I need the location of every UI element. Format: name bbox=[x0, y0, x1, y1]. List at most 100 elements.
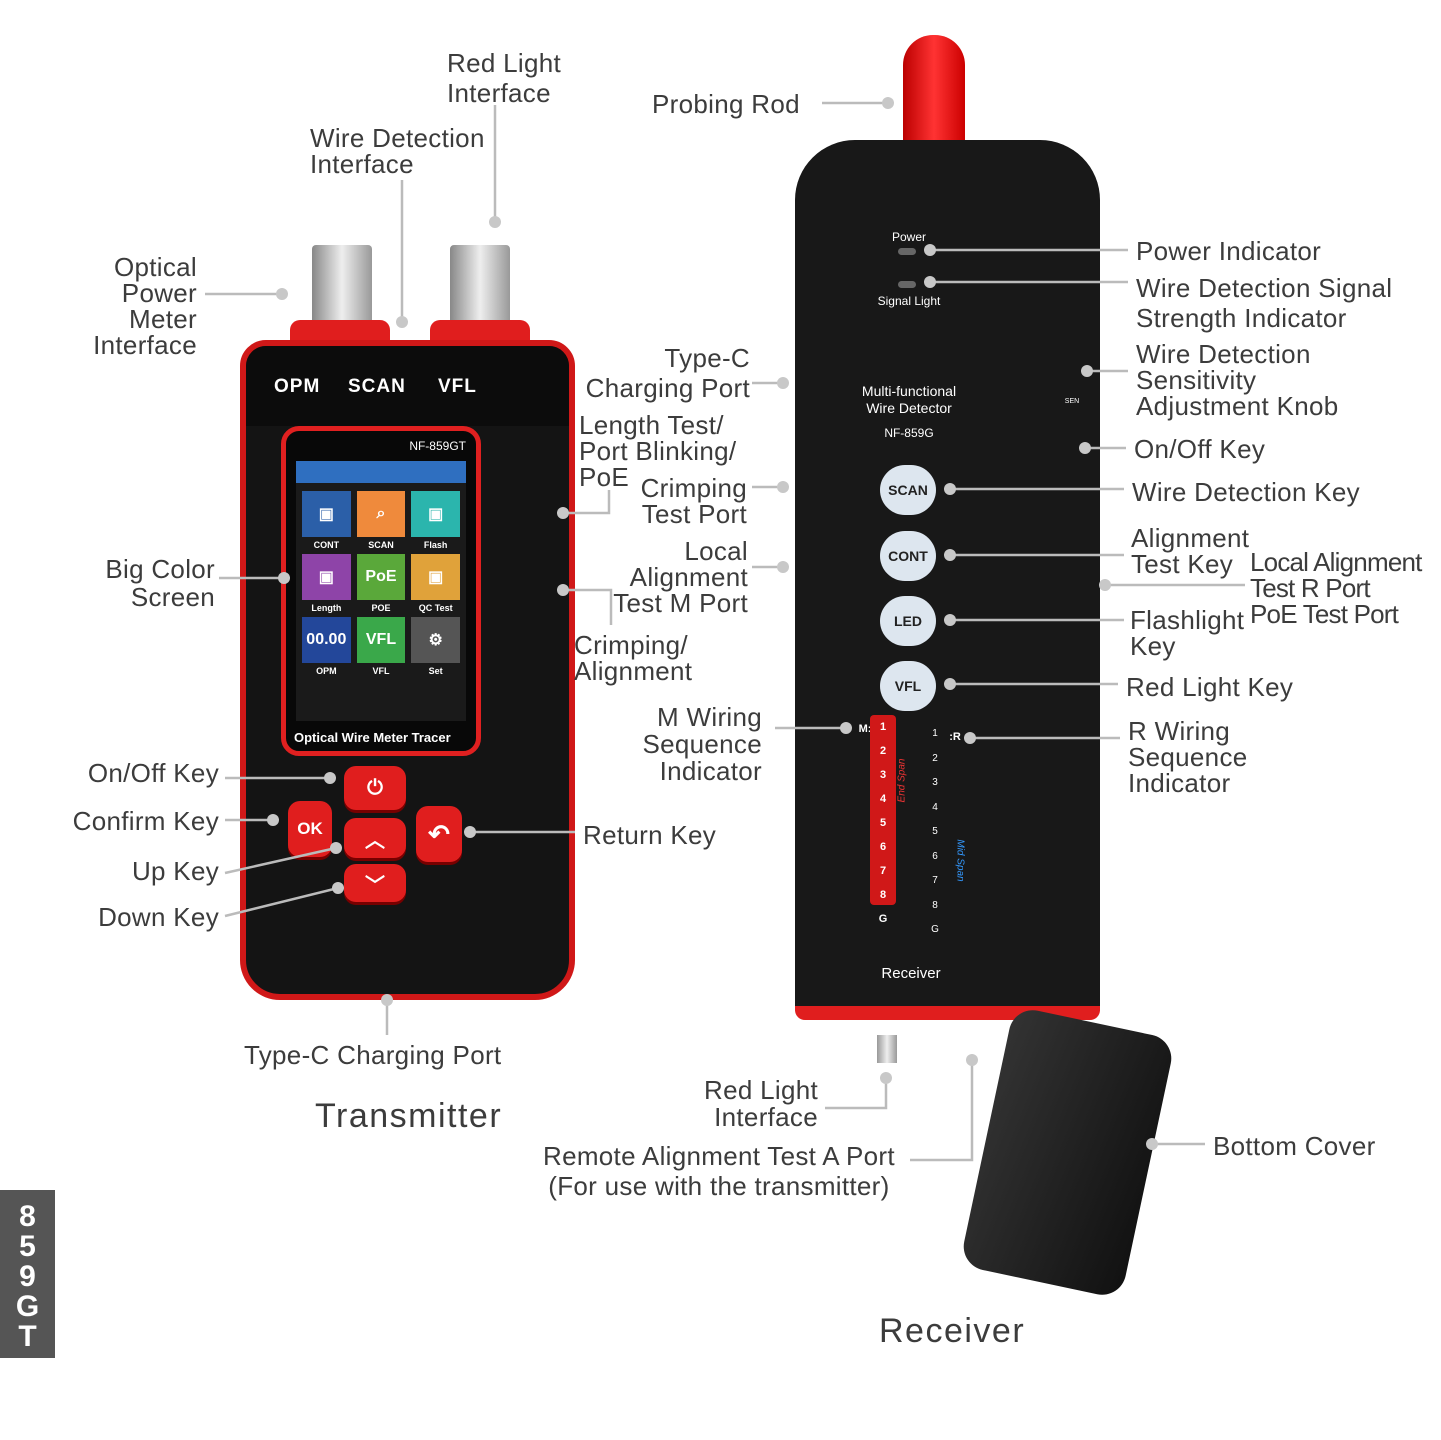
optical-power-meter-connector bbox=[312, 245, 372, 325]
cont-key[interactable]: CONT bbox=[880, 531, 936, 581]
down-key[interactable]: ﹀ bbox=[344, 864, 406, 902]
wiring-led-7: 7 bbox=[879, 865, 887, 877]
power-key[interactable]: ⏻ bbox=[344, 766, 406, 810]
app-tile-set[interactable]: ⚙ Set bbox=[411, 617, 460, 676]
ok-key[interactable]: OK bbox=[288, 801, 332, 857]
end-span-label: End Span bbox=[896, 758, 908, 803]
return-key[interactable]: ↶ bbox=[416, 806, 462, 862]
r-label: :R bbox=[949, 731, 961, 743]
wiring-led-4: 4 bbox=[879, 793, 887, 805]
label-red-light-interface-bottom: Red Light Interface bbox=[704, 1075, 818, 1132]
receiver-bottom-label: Receiver bbox=[881, 965, 941, 982]
app-tile-qc-test[interactable]: ▣ QC Test bbox=[411, 554, 460, 613]
label-r-wiring-indicator: R Wiring Sequence Indicator bbox=[1128, 716, 1248, 798]
scan-label: SCAN bbox=[348, 376, 406, 397]
app-label: VFL bbox=[372, 666, 390, 676]
wiring-led-5: 5 bbox=[879, 817, 887, 829]
label-big-color-screen: Big Color Screen bbox=[105, 554, 215, 612]
vfl-icon: VFL bbox=[356, 617, 406, 663]
label-type-c-port-bottom: Type-C Charging Port bbox=[244, 1040, 502, 1070]
app-tile-cont[interactable]: ▣ CONT bbox=[302, 491, 351, 550]
app-label: SCAN bbox=[368, 540, 394, 550]
app-tile-flash[interactable]: ▣Flash bbox=[411, 491, 460, 550]
label-signal-strength-indicator: Wire Detection Signal Strength Indicator bbox=[1136, 273, 1393, 333]
transmitter-top-panel: OPM SCAN VFL bbox=[246, 346, 569, 426]
label-local-alignment-r-port: Local Alignment Test R Port PoE Test Por… bbox=[1250, 547, 1422, 629]
opm-label: OPM bbox=[274, 376, 321, 397]
label-red-light-key: Red Light Key bbox=[1126, 672, 1294, 702]
wiring-led-6: 6 bbox=[879, 841, 887, 853]
red-light-port bbox=[877, 1035, 897, 1063]
app-tile-length[interactable]: ▣Length bbox=[302, 554, 351, 613]
scan-key[interactable]: SCAN bbox=[880, 465, 936, 515]
app-label: Flash bbox=[423, 540, 448, 550]
app-label: Set bbox=[428, 666, 443, 676]
gear-icon: ⚙ bbox=[411, 617, 460, 663]
label-red-light-interface-top: Red Light Interface bbox=[447, 48, 561, 108]
model-label: NF-859GT bbox=[409, 439, 466, 453]
label-confirm-key: Confirm Key bbox=[72, 806, 219, 836]
label-probing-rod: Probing Rod bbox=[652, 89, 800, 119]
up-key[interactable]: ︿ bbox=[344, 818, 406, 858]
bottom-cover[interactable] bbox=[959, 1005, 1176, 1300]
power-text: Power bbox=[891, 230, 926, 244]
label-type-c-port-transmitter: Type-C Charging Port bbox=[585, 343, 750, 403]
wiring-led-4: 4 bbox=[932, 801, 938, 813]
app-tile-vfl[interactable]: VFL VFL bbox=[356, 617, 406, 676]
magnifier-icon: ⌕ bbox=[356, 491, 406, 537]
label-wire-detection-key: Wire Detection Key bbox=[1132, 477, 1360, 507]
model-side-tab: 8 5 9 G T bbox=[0, 1190, 55, 1358]
ethernet-port-icon: ▣ bbox=[302, 491, 351, 537]
label-optical-power-meter: Optical Power Meter Interface bbox=[93, 252, 197, 360]
app-label: Length bbox=[311, 603, 342, 613]
wiring-led-8: 8 bbox=[879, 889, 887, 901]
label-sensitivity-knob: Wire Detection Sensitivity Adjustment Kn… bbox=[1136, 339, 1339, 421]
receiver-name: Multi-functional Wire Detector bbox=[861, 383, 957, 416]
app-label: POE bbox=[371, 603, 391, 613]
led-key[interactable]: LED bbox=[880, 596, 936, 646]
wiring-led-3: 3 bbox=[932, 777, 938, 788]
label-down-key: Down Key bbox=[98, 902, 219, 932]
m-label: M: bbox=[858, 723, 872, 735]
app-label: CONT bbox=[313, 540, 340, 550]
label-on-off-key-receiver: On/Off Key bbox=[1134, 434, 1266, 464]
vfl-key[interactable]: VFL bbox=[880, 661, 936, 711]
app-label: QC Test bbox=[418, 603, 453, 613]
wiring-led-7: 7 bbox=[932, 875, 938, 886]
label-length-test-port: Length Test/ Port Blinking/ PoE bbox=[579, 410, 737, 492]
wiring-led-5: 5 bbox=[932, 826, 938, 837]
label-flashlight-key: Flashlight Key bbox=[1130, 605, 1245, 661]
wiring-led-G: G bbox=[931, 924, 939, 935]
sen-label: SEN bbox=[1064, 398, 1080, 405]
vfl-label: VFL bbox=[438, 376, 477, 397]
red-light-connector bbox=[450, 245, 510, 325]
signal-led bbox=[898, 281, 916, 288]
transmitter-device: OPM SCAN VFL NF-859GT ▣CONT⌕SCAN▣Flash▣L… bbox=[240, 340, 575, 1000]
label-bottom-cover: Bottom Cover bbox=[1213, 1131, 1376, 1161]
wiring-led-6: 6 bbox=[932, 850, 938, 862]
mid-span-label: Mid Span bbox=[954, 839, 966, 882]
power-led bbox=[898, 248, 916, 255]
opm-icon: 00.00 bbox=[302, 617, 351, 663]
label-crimping-alignment: Crimping/ Alignment bbox=[574, 630, 693, 686]
label-return-key: Return Key bbox=[583, 820, 717, 850]
status-bar bbox=[296, 461, 466, 483]
qc-port-icon: ▣ bbox=[411, 554, 460, 600]
device-name: Optical Wire Meter Tracer bbox=[294, 730, 451, 745]
app-tile-scan[interactable]: ⌕ SCAN bbox=[356, 491, 406, 550]
wiring-led-1: 1 bbox=[932, 728, 938, 739]
label-remote-alignment-port: Remote Alignment Test A Port (For use wi… bbox=[543, 1141, 895, 1201]
label-crimping-test-port: Crimping Test Port bbox=[640, 473, 747, 529]
signal-light-text: Signal Light bbox=[877, 294, 941, 308]
label-on-off-key-transmitter: On/Off Key bbox=[87, 758, 219, 788]
label-alignment-test-key: Alignment Test Key bbox=[1131, 523, 1250, 579]
label-up-key: Up Key bbox=[131, 856, 219, 886]
label-wire-detection-interface: Wire Detection Interface bbox=[310, 123, 485, 179]
wiring-led-1: 1 bbox=[879, 721, 887, 733]
